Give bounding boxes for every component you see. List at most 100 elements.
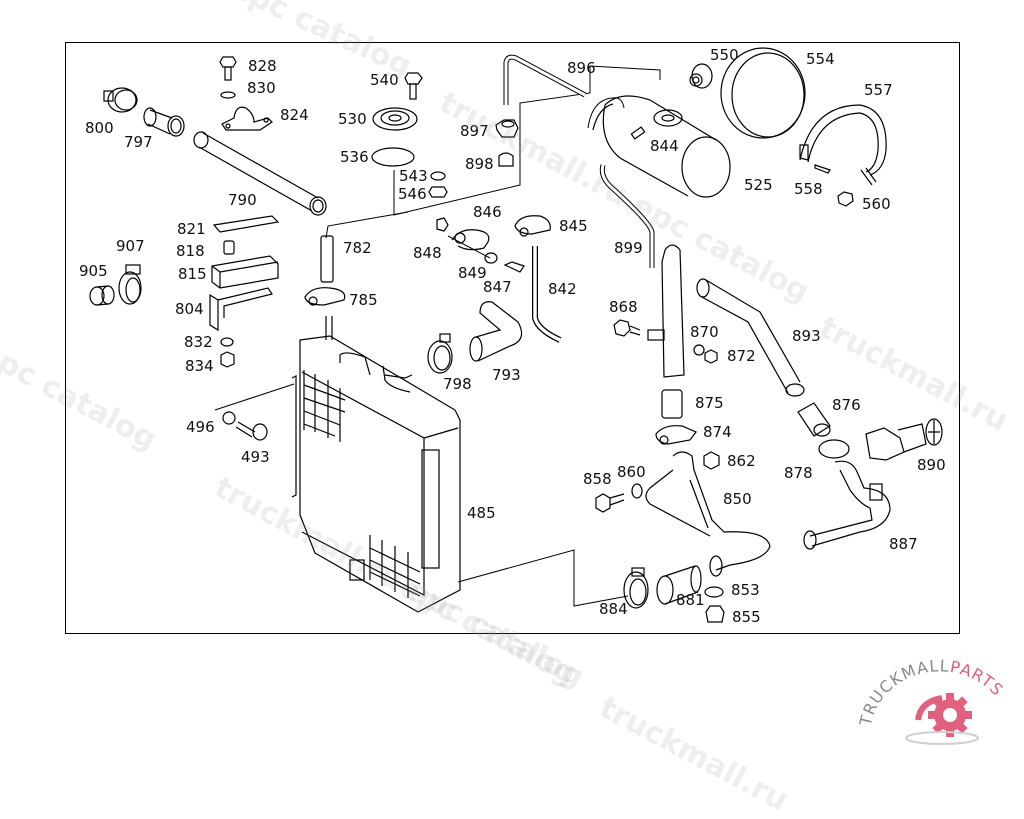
plate-821 xyxy=(212,215,280,233)
washer-543 xyxy=(430,171,446,181)
plug-898 xyxy=(498,152,514,167)
part-label-828[interactable]: 828 xyxy=(248,57,277,75)
washer-860 xyxy=(631,483,643,499)
part-label-834[interactable]: 834 xyxy=(185,357,214,375)
part-label-842[interactable]: 842 xyxy=(548,280,577,298)
part-label-897[interactable]: 897 xyxy=(460,122,489,140)
part-label-554[interactable]: 554 xyxy=(806,50,835,68)
part-label-881[interactable]: 881 xyxy=(676,591,705,609)
part-label-868[interactable]: 868 xyxy=(609,298,638,316)
part-label-530[interactable]: 530 xyxy=(338,110,367,128)
part-label-800[interactable]: 800 xyxy=(85,119,114,137)
part-label-847[interactable]: 847 xyxy=(483,278,512,296)
part-label-898[interactable]: 898 xyxy=(465,155,494,173)
filler-cap-550 xyxy=(689,63,713,89)
part-label-887[interactable]: 887 xyxy=(889,535,918,553)
part-label-785[interactable]: 785 xyxy=(349,291,378,309)
strap-band-554 xyxy=(720,47,806,139)
part-label-493[interactable]: 493 xyxy=(241,448,270,466)
hose-887 xyxy=(803,460,891,550)
part-label-907[interactable]: 907 xyxy=(116,237,145,255)
part-label-536[interactable]: 536 xyxy=(340,148,369,166)
part-label-790[interactable]: 790 xyxy=(228,191,257,209)
sleeve-876 xyxy=(797,402,831,437)
part-label-896[interactable]: 896 xyxy=(567,59,596,77)
part-label-850[interactable]: 850 xyxy=(723,490,752,508)
bolt-858 xyxy=(595,493,625,513)
part-label-853[interactable]: 853 xyxy=(731,581,760,599)
hose-clamp-845 xyxy=(514,215,551,237)
bracket-804 xyxy=(209,287,273,332)
part-label-860[interactable]: 860 xyxy=(617,463,646,481)
part-label-845[interactable]: 845 xyxy=(559,217,588,235)
part-label-560[interactable]: 560 xyxy=(862,195,891,213)
washer-853 xyxy=(704,586,724,598)
expansion-tank-525 xyxy=(587,95,731,198)
part-label-874[interactable]: 874 xyxy=(703,423,732,441)
drain-valve-890 xyxy=(865,418,943,461)
part-label-818[interactable]: 818 xyxy=(176,242,205,260)
callout-line xyxy=(457,549,629,607)
part-label-824[interactable]: 824 xyxy=(280,106,309,124)
part-label-540[interactable]: 540 xyxy=(370,71,399,89)
part-label-848[interactable]: 848 xyxy=(413,244,442,262)
part-label-821[interactable]: 821 xyxy=(177,220,206,238)
part-label-832[interactable]: 832 xyxy=(184,333,213,351)
logo-text-parts: PARTS xyxy=(949,657,1008,700)
clip-846 xyxy=(451,229,490,251)
part-label-884[interactable]: 884 xyxy=(599,600,628,618)
part-label-558[interactable]: 558 xyxy=(794,180,823,198)
truckmall-parts-logo[interactable]: TRUCKMALLPARTS xyxy=(850,650,1020,750)
sleeve-905 xyxy=(89,285,115,306)
part-label-550[interactable]: 550 xyxy=(710,46,739,64)
hose-clamp-907 xyxy=(118,264,142,305)
spacer-818 xyxy=(223,240,235,255)
part-label-496[interactable]: 496 xyxy=(186,418,215,436)
split-pin-558 xyxy=(814,164,831,174)
hose-clamp-884 xyxy=(623,567,649,609)
part-label-862[interactable]: 862 xyxy=(727,452,756,470)
part-label-844[interactable]: 844 xyxy=(650,137,679,155)
hose-clamp-785 xyxy=(304,287,346,306)
part-label-793[interactable]: 793 xyxy=(492,366,521,384)
part-label-849[interactable]: 849 xyxy=(458,264,487,282)
part-label-782[interactable]: 782 xyxy=(343,239,372,257)
part-label-878[interactable]: 878 xyxy=(784,464,813,482)
part-label-905[interactable]: 905 xyxy=(79,262,108,280)
part-label-893[interactable]: 893 xyxy=(792,327,821,345)
seal-ring-536 xyxy=(371,147,415,167)
pipe-790 xyxy=(193,131,327,216)
part-label-899[interactable]: 899 xyxy=(614,239,643,257)
part-label-804[interactable]: 804 xyxy=(175,300,204,318)
part-label-830[interactable]: 830 xyxy=(247,79,276,97)
part-label-797[interactable]: 797 xyxy=(124,133,153,151)
part-label-872[interactable]: 872 xyxy=(727,347,756,365)
lock-washer-870 xyxy=(693,344,705,356)
nut-546 xyxy=(428,186,448,198)
part-label-858[interactable]: 858 xyxy=(583,470,612,488)
part-label-543[interactable]: 543 xyxy=(399,167,428,185)
part-label-870[interactable]: 870 xyxy=(690,323,719,341)
bracket-824 xyxy=(221,106,273,131)
diagram-frame xyxy=(65,42,960,634)
part-label-485[interactable]: 485 xyxy=(467,504,496,522)
part-label-798[interactable]: 798 xyxy=(443,375,472,393)
bolt-828 xyxy=(219,56,237,81)
bolt-493 xyxy=(235,421,268,441)
part-label-846[interactable]: 846 xyxy=(473,203,502,221)
part-label-890[interactable]: 890 xyxy=(917,456,946,474)
callout-line xyxy=(393,65,661,216)
logo-swoosh xyxy=(905,731,979,745)
hose-793 xyxy=(469,301,523,362)
part-label-525[interactable]: 525 xyxy=(744,176,773,194)
part-label-557[interactable]: 557 xyxy=(864,81,893,99)
nut-848 xyxy=(436,217,449,232)
callout-line xyxy=(325,211,409,239)
part-label-546[interactable]: 546 xyxy=(398,185,427,203)
part-label-876[interactable]: 876 xyxy=(832,396,861,414)
part-label-875[interactable]: 875 xyxy=(695,394,724,412)
part-label-855[interactable]: 855 xyxy=(732,608,761,626)
part-label-815[interactable]: 815 xyxy=(178,265,207,283)
hose-clamp-878 xyxy=(818,439,850,459)
